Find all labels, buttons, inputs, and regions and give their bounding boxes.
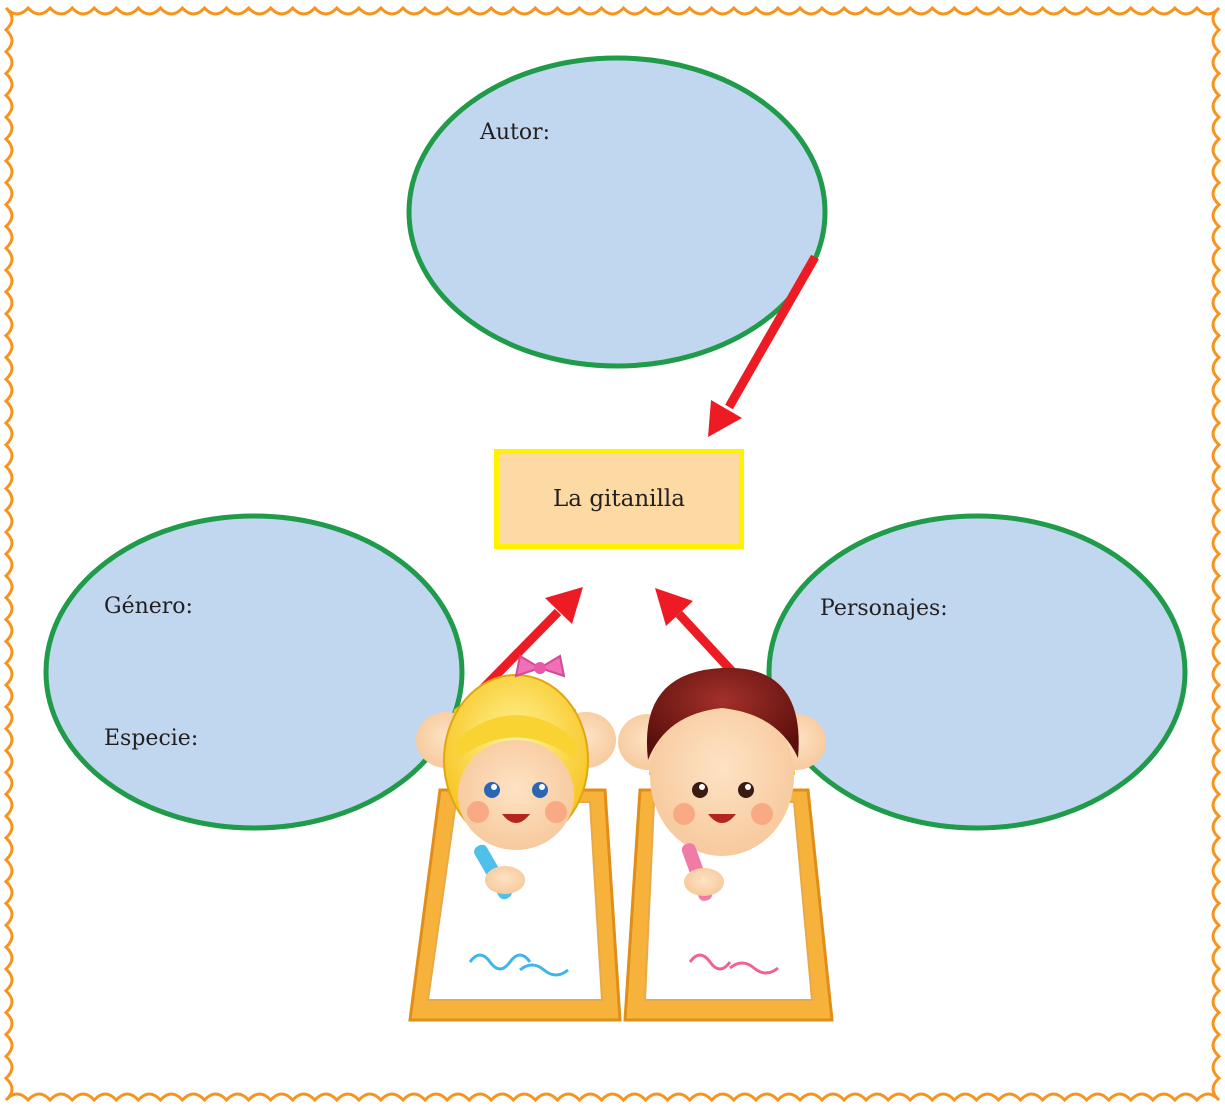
page-border — [3, 5, 1222, 1103]
genero-ellipse — [43, 513, 465, 831]
center-title: La gitanilla — [553, 486, 685, 512]
girl-figure — [416, 654, 616, 900]
boy-figure — [618, 667, 826, 901]
personajes-label: Personajes: — [820, 596, 948, 621]
children-drawing-illustration — [408, 654, 834, 1022]
center-title-box: La gitanilla — [494, 449, 744, 549]
girl-desk — [408, 788, 622, 1022]
arrow-autor-to-center — [708, 254, 819, 437]
autor-ellipse — [406, 55, 828, 369]
personajes-ellipse — [766, 513, 1188, 831]
especie-label: Especie: — [104, 726, 199, 751]
genero-label: Género: — [104, 594, 193, 619]
autor-label: Autor: — [480, 120, 551, 145]
